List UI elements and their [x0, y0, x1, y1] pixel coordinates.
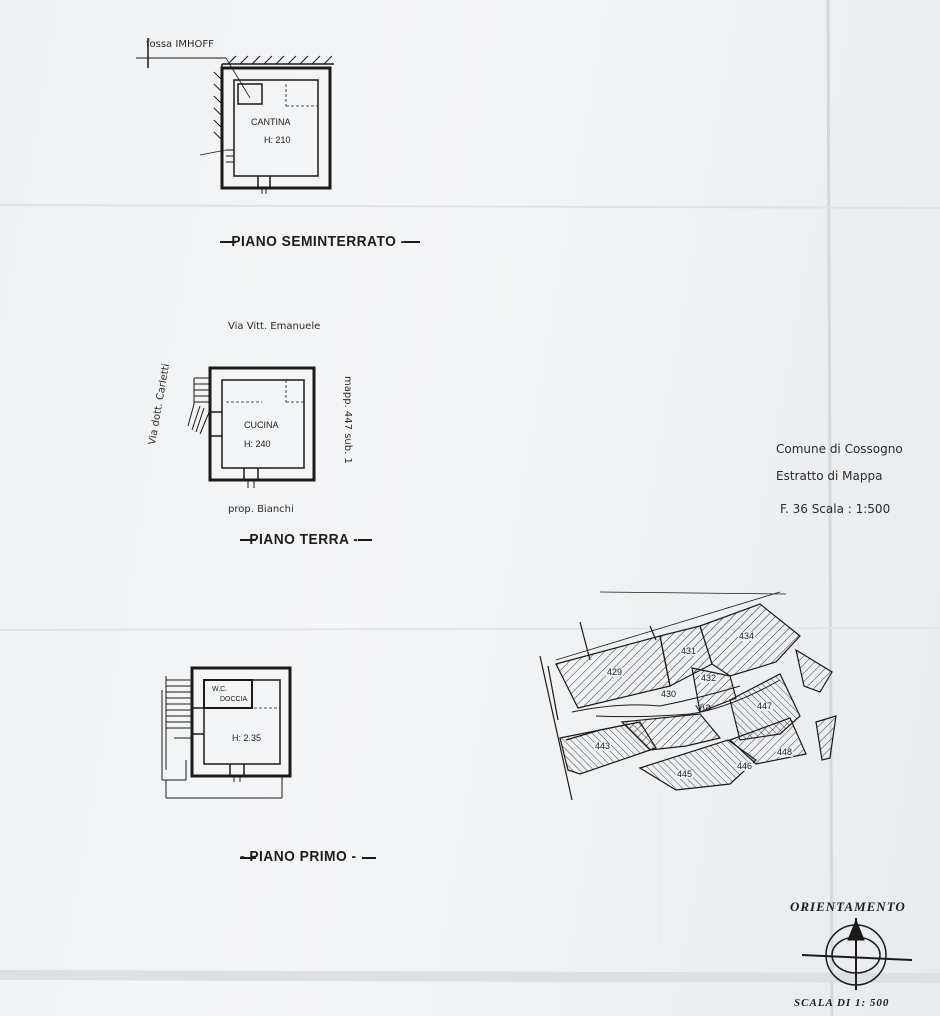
- neighbor-parcel-label: mapp. 447 sub. 1: [342, 376, 353, 464]
- parcel-number: 431: [680, 646, 698, 656]
- shower-label: DOCCIA: [220, 696, 248, 703]
- basement-plan-title: - PIANO SEMINTERRATO -: [222, 233, 406, 250]
- parcel-number: 447: [756, 701, 774, 711]
- paper-fold-line: [826, 0, 834, 1016]
- wc-label: W.C.: [212, 686, 228, 693]
- municipality-label: Comune di Cossogno: [776, 442, 903, 456]
- paper-fold-line: [0, 204, 940, 209]
- ground-plan-title: - PIANO TERRA -: [240, 531, 359, 548]
- street-label-top: Via Vitt. Emanuele: [228, 321, 321, 332]
- sheet-scale-label: F. 36 Scala : 1:500: [780, 502, 891, 516]
- ground-room-height: H: 240: [244, 439, 271, 449]
- paper-fold-line: [0, 970, 940, 983]
- parcel-number: 448: [776, 747, 794, 757]
- orientation-label: ORIENTAMENTO: [790, 899, 906, 914]
- ground-room-name: CUCINA: [244, 420, 279, 430]
- north-arrow-icon: [801, 918, 913, 990]
- parcel-number: 446: [736, 761, 754, 771]
- parcel-number: 445: [676, 769, 694, 779]
- basement-room-height: H: 210: [264, 135, 291, 145]
- neighbor-owner-label: prop. Bianchi: [228, 504, 294, 515]
- first-plan-title: - PIANO PRIMO -: [240, 848, 357, 865]
- imhoff-tank-note: fossa IMHOFF: [146, 39, 214, 50]
- basement-floor-plan: [136, 38, 420, 243]
- map-extract-label: Estratto di Mappa: [776, 469, 883, 483]
- parcel-number: 429: [606, 667, 624, 677]
- ground-floor-plan: [187, 366, 372, 541]
- first-floor-plan: [161, 666, 376, 859]
- first-room-height: H: 2.35: [232, 733, 262, 743]
- parcel-number: 434: [738, 631, 756, 641]
- parcel-number: 443: [594, 741, 612, 751]
- basement-room-name: CANTINA: [251, 117, 291, 127]
- parcel-number: 432: [700, 673, 718, 683]
- parcel-number: 430: [660, 689, 678, 699]
- paper-fold-line: [0, 627, 940, 631]
- scale-label: SCALA DI 1: 500: [794, 997, 890, 1009]
